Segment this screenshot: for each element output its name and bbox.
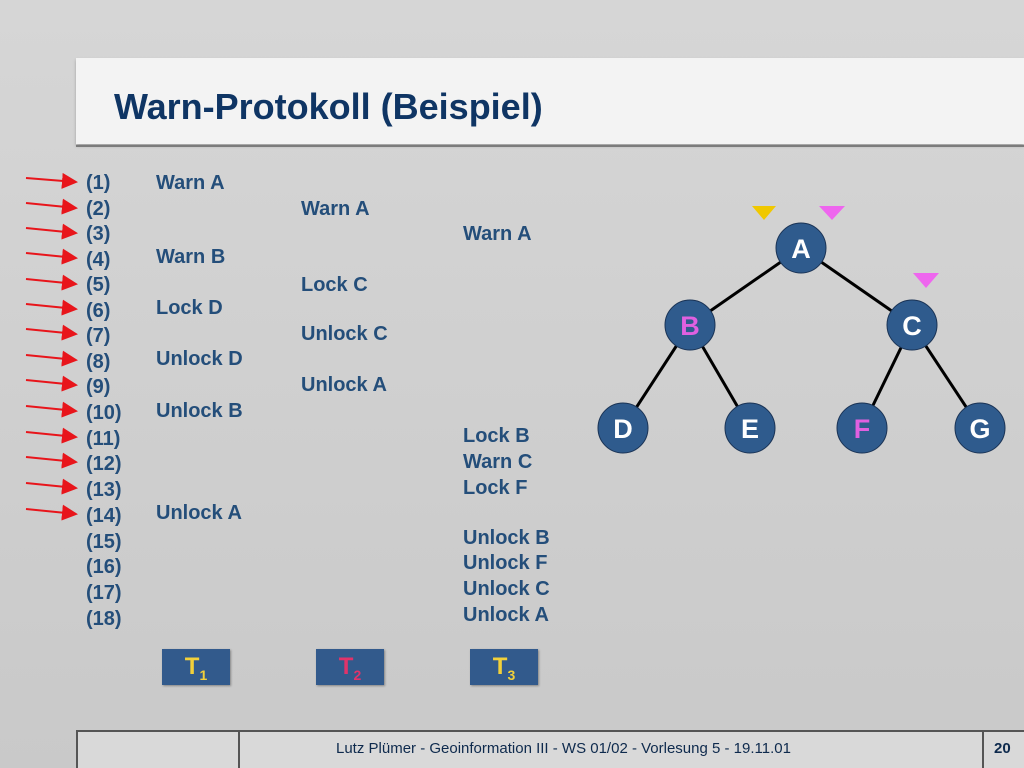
node-e <box>724 402 776 454</box>
step-arrows <box>25 172 78 521</box>
node-b-label: B <box>680 311 700 341</box>
footer-divider <box>238 732 240 768</box>
page-title: Warn-Protokoll (Beispiel) <box>114 86 543 127</box>
transaction-label-t3: T3 <box>470 649 538 685</box>
step-label: (4) <box>86 249 111 271</box>
step-label: (3) <box>86 223 111 245</box>
footer-rule <box>76 730 1024 732</box>
step-label: (10) <box>86 402 122 424</box>
arrow-7 <box>25 324 78 341</box>
transaction-label-t1: T1 <box>162 649 230 685</box>
t3-op: Warn C <box>463 451 533 473</box>
title-rule <box>76 145 1024 147</box>
footer-text: Lutz Plümer - Geoinformation III - WS 01… <box>336 740 791 757</box>
arrow-8 <box>25 350 78 367</box>
node-d-label: D <box>613 414 633 444</box>
footer <box>76 730 1024 768</box>
t3-op: Unlock B <box>463 527 550 549</box>
arrow-4 <box>25 248 78 265</box>
t2-op: Lock C <box>301 274 368 296</box>
node-g <box>954 402 1006 454</box>
t2-op: Unlock A <box>301 374 387 396</box>
node-g-label: G <box>969 414 990 444</box>
lock-hierarchy-tree: A B C D E F G <box>597 206 1006 454</box>
node-c-label: C <box>902 311 922 341</box>
step-label: (12) <box>86 453 122 475</box>
arrow-2 <box>25 198 78 215</box>
page-number: 20 <box>994 740 1011 757</box>
t3-op: Unlock C <box>463 578 550 600</box>
node-f-label: F <box>854 414 871 444</box>
arrow-11 <box>25 427 78 444</box>
t1-op: Unlock B <box>156 400 243 422</box>
t1-op: Warn A <box>156 172 225 194</box>
t1-op: Warn B <box>156 246 226 268</box>
t3-op: Lock F <box>463 477 528 499</box>
t3-op: Warn A <box>463 223 532 245</box>
arrow-3 <box>25 223 78 240</box>
node-d <box>597 402 649 454</box>
marker-magenta-c <box>913 273 939 288</box>
t3-op: Lock B <box>463 425 530 447</box>
step-label: (7) <box>86 325 111 347</box>
t1-op: Lock D <box>156 297 223 319</box>
node-c <box>886 299 938 351</box>
arrow-13 <box>25 478 78 495</box>
step-label: (14) <box>86 505 122 527</box>
step-label: (9) <box>86 376 111 398</box>
marker-yellow-a <box>752 206 776 220</box>
step-label: (13) <box>86 479 122 501</box>
footer-divider <box>982 732 984 768</box>
t3-op: Unlock A <box>463 604 549 626</box>
node-a <box>775 222 827 274</box>
marker-magenta-a <box>819 206 845 220</box>
step-label: (8) <box>86 351 111 373</box>
arrow-5 <box>25 274 78 291</box>
node-b <box>664 299 716 351</box>
t1-op: Unlock A <box>156 502 242 524</box>
node-f <box>836 402 888 454</box>
step-label: (11) <box>86 428 121 450</box>
arrow-12 <box>25 452 78 469</box>
t3-op: Unlock F <box>463 552 548 574</box>
title-box <box>76 58 1024 144</box>
arrow-1 <box>25 172 78 189</box>
step-label: (18) <box>86 608 122 630</box>
step-label: (1) <box>86 172 111 194</box>
arrow-6 <box>25 299 78 316</box>
t2-op: Warn A <box>301 198 370 220</box>
step-label: (15) <box>86 531 122 553</box>
step-label: (5) <box>86 274 111 296</box>
arrow-10 <box>25 401 78 418</box>
step-label: (16) <box>86 556 122 578</box>
step-label: (6) <box>86 300 111 322</box>
footer-divider <box>76 732 78 768</box>
step-label: (17) <box>86 582 122 604</box>
step-label: (2) <box>86 198 111 220</box>
t1-op: Unlock D <box>156 348 243 370</box>
arrow-9 <box>25 375 78 392</box>
transaction-label-t2: T2 <box>316 649 384 685</box>
node-a-label: A <box>791 234 811 264</box>
arrow-14 <box>25 504 78 521</box>
node-e-label: E <box>741 414 759 444</box>
t2-op: Unlock C <box>301 323 388 345</box>
